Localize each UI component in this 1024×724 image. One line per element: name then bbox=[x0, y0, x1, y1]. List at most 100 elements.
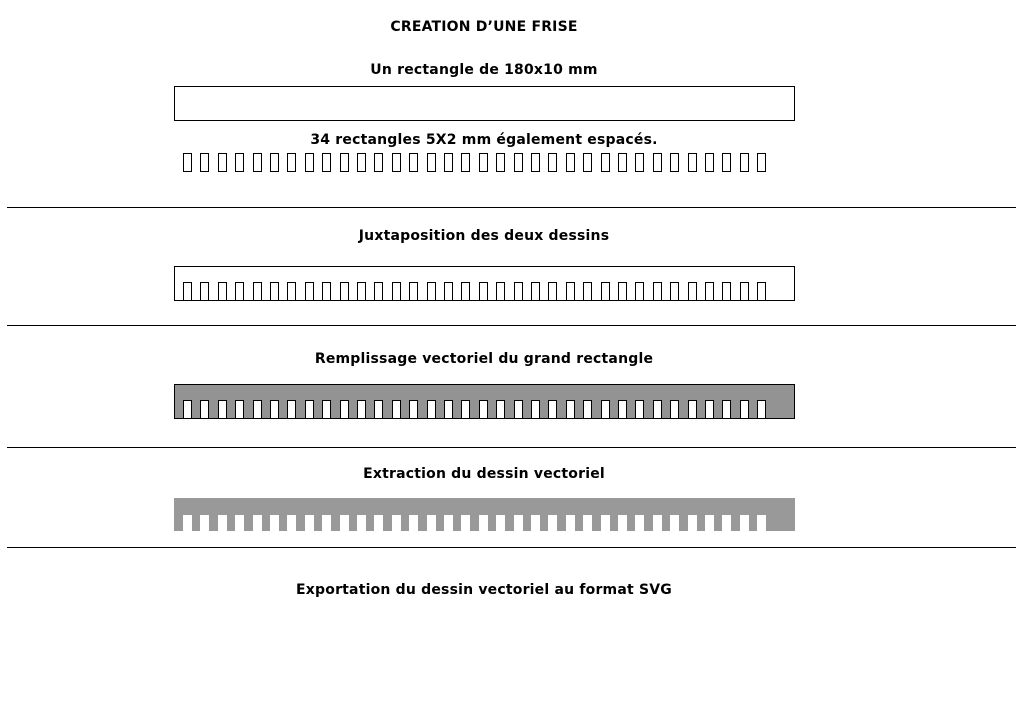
small-rectangle bbox=[618, 400, 627, 419]
small-rectangle bbox=[531, 400, 540, 419]
small-rectangle bbox=[548, 282, 558, 301]
small-rectangles-row bbox=[183, 153, 789, 172]
step2-caption: 34 rectangles 5X2 mm également espacés. bbox=[310, 132, 658, 148]
small-rectangle bbox=[548, 153, 558, 172]
small-rectangle bbox=[357, 153, 366, 172]
small-rectangle bbox=[200, 153, 210, 172]
frieze-gap bbox=[687, 515, 697, 531]
small-rectangle bbox=[200, 400, 210, 419]
small-rectangle bbox=[565, 400, 575, 419]
frieze-gap bbox=[287, 515, 297, 531]
frieze-gap bbox=[304, 515, 314, 531]
small-rectangle bbox=[357, 282, 366, 301]
small-rectangle bbox=[444, 282, 453, 301]
frieze-gap bbox=[565, 515, 575, 531]
small-rectangle bbox=[635, 400, 645, 419]
small-rectangle bbox=[513, 153, 523, 172]
small-rectangle bbox=[287, 153, 297, 172]
small-rectangle bbox=[565, 282, 575, 301]
small-rectangle bbox=[722, 153, 732, 172]
small-rectangle bbox=[513, 282, 523, 301]
step1-caption: Un rectangle de 180x10 mm bbox=[370, 62, 598, 78]
separator-4 bbox=[7, 547, 1016, 548]
frieze-gap bbox=[409, 515, 419, 531]
small-rectangle bbox=[304, 153, 314, 172]
small-rectangle bbox=[739, 282, 749, 301]
small-rectangle bbox=[496, 282, 506, 301]
small-rectangle bbox=[583, 153, 593, 172]
small-rectangle bbox=[409, 153, 419, 172]
small-rectangle bbox=[757, 400, 767, 419]
small-rectangle bbox=[739, 400, 749, 419]
small-rectangle bbox=[200, 282, 210, 301]
small-rectangle bbox=[531, 282, 540, 301]
step4-caption: Remplissage vectoriel du grand rectangle bbox=[314, 351, 654, 367]
small-rectangle bbox=[652, 153, 662, 172]
small-rectangle bbox=[461, 282, 471, 301]
small-rectangle bbox=[565, 153, 575, 172]
small-rectangle bbox=[235, 153, 245, 172]
frieze-gap bbox=[391, 515, 401, 531]
small-rectangle bbox=[287, 400, 297, 419]
frieze-gap bbox=[339, 515, 349, 531]
small-rectangle bbox=[635, 153, 645, 172]
small-rectangle bbox=[339, 153, 349, 172]
small-rectangle bbox=[705, 400, 714, 419]
frieze-gap bbox=[496, 515, 506, 531]
small-rectangle bbox=[513, 400, 523, 419]
small-rectangle bbox=[461, 153, 471, 172]
small-rectangle bbox=[705, 282, 714, 301]
small-rectangle bbox=[409, 400, 419, 419]
extracted-gaps-row bbox=[183, 515, 789, 534]
frieze-gap bbox=[235, 515, 245, 531]
small-rectangle bbox=[235, 400, 245, 419]
frieze-gap bbox=[652, 515, 662, 531]
frieze-gap bbox=[183, 515, 192, 531]
frieze-gap bbox=[461, 515, 471, 531]
small-rectangle bbox=[304, 400, 314, 419]
small-rectangle bbox=[722, 400, 732, 419]
small-rectangle bbox=[426, 153, 436, 172]
frieze-gap bbox=[357, 515, 366, 531]
frieze-gap bbox=[444, 515, 453, 531]
separator-2 bbox=[7, 325, 1016, 326]
small-rectangle bbox=[252, 282, 262, 301]
frieze-gap bbox=[531, 515, 540, 531]
small-rectangle bbox=[618, 282, 627, 301]
small-rectangle bbox=[635, 282, 645, 301]
frieze-gap bbox=[705, 515, 714, 531]
small-rectangle bbox=[687, 400, 697, 419]
small-rectangle bbox=[339, 400, 349, 419]
small-rectangle bbox=[670, 282, 680, 301]
frieze-gap bbox=[583, 515, 593, 531]
step6-caption: Exportation du dessin vectoriel au forma… bbox=[296, 582, 672, 598]
small-rectangle bbox=[217, 153, 227, 172]
small-rectangle bbox=[270, 282, 279, 301]
small-rectangle bbox=[304, 282, 314, 301]
frieze-gap bbox=[513, 515, 523, 531]
small-rectangle bbox=[374, 400, 384, 419]
small-rectangle bbox=[478, 400, 488, 419]
small-rectangle bbox=[548, 400, 558, 419]
small-rectangle bbox=[252, 153, 262, 172]
small-rectangle bbox=[391, 153, 401, 172]
small-rectangle bbox=[583, 282, 593, 301]
small-rectangle bbox=[687, 153, 697, 172]
small-rectangle bbox=[357, 400, 366, 419]
small-rectangle bbox=[531, 153, 540, 172]
large-rectangle bbox=[174, 86, 795, 121]
frieze-gap bbox=[322, 515, 332, 531]
frieze-gap bbox=[757, 515, 767, 531]
frieze-gap bbox=[374, 515, 384, 531]
small-rectangle bbox=[496, 400, 506, 419]
small-rectangle bbox=[687, 282, 697, 301]
small-rectangle bbox=[652, 400, 662, 419]
frieze-gap bbox=[635, 515, 645, 531]
small-rectangle bbox=[618, 153, 627, 172]
frieze-gap bbox=[600, 515, 610, 531]
small-rectangle bbox=[183, 400, 192, 419]
small-rectangle bbox=[270, 400, 279, 419]
small-rectangle bbox=[322, 400, 332, 419]
small-rectangle bbox=[217, 400, 227, 419]
page-title: CREATION D’UNE FRISE bbox=[390, 19, 578, 35]
